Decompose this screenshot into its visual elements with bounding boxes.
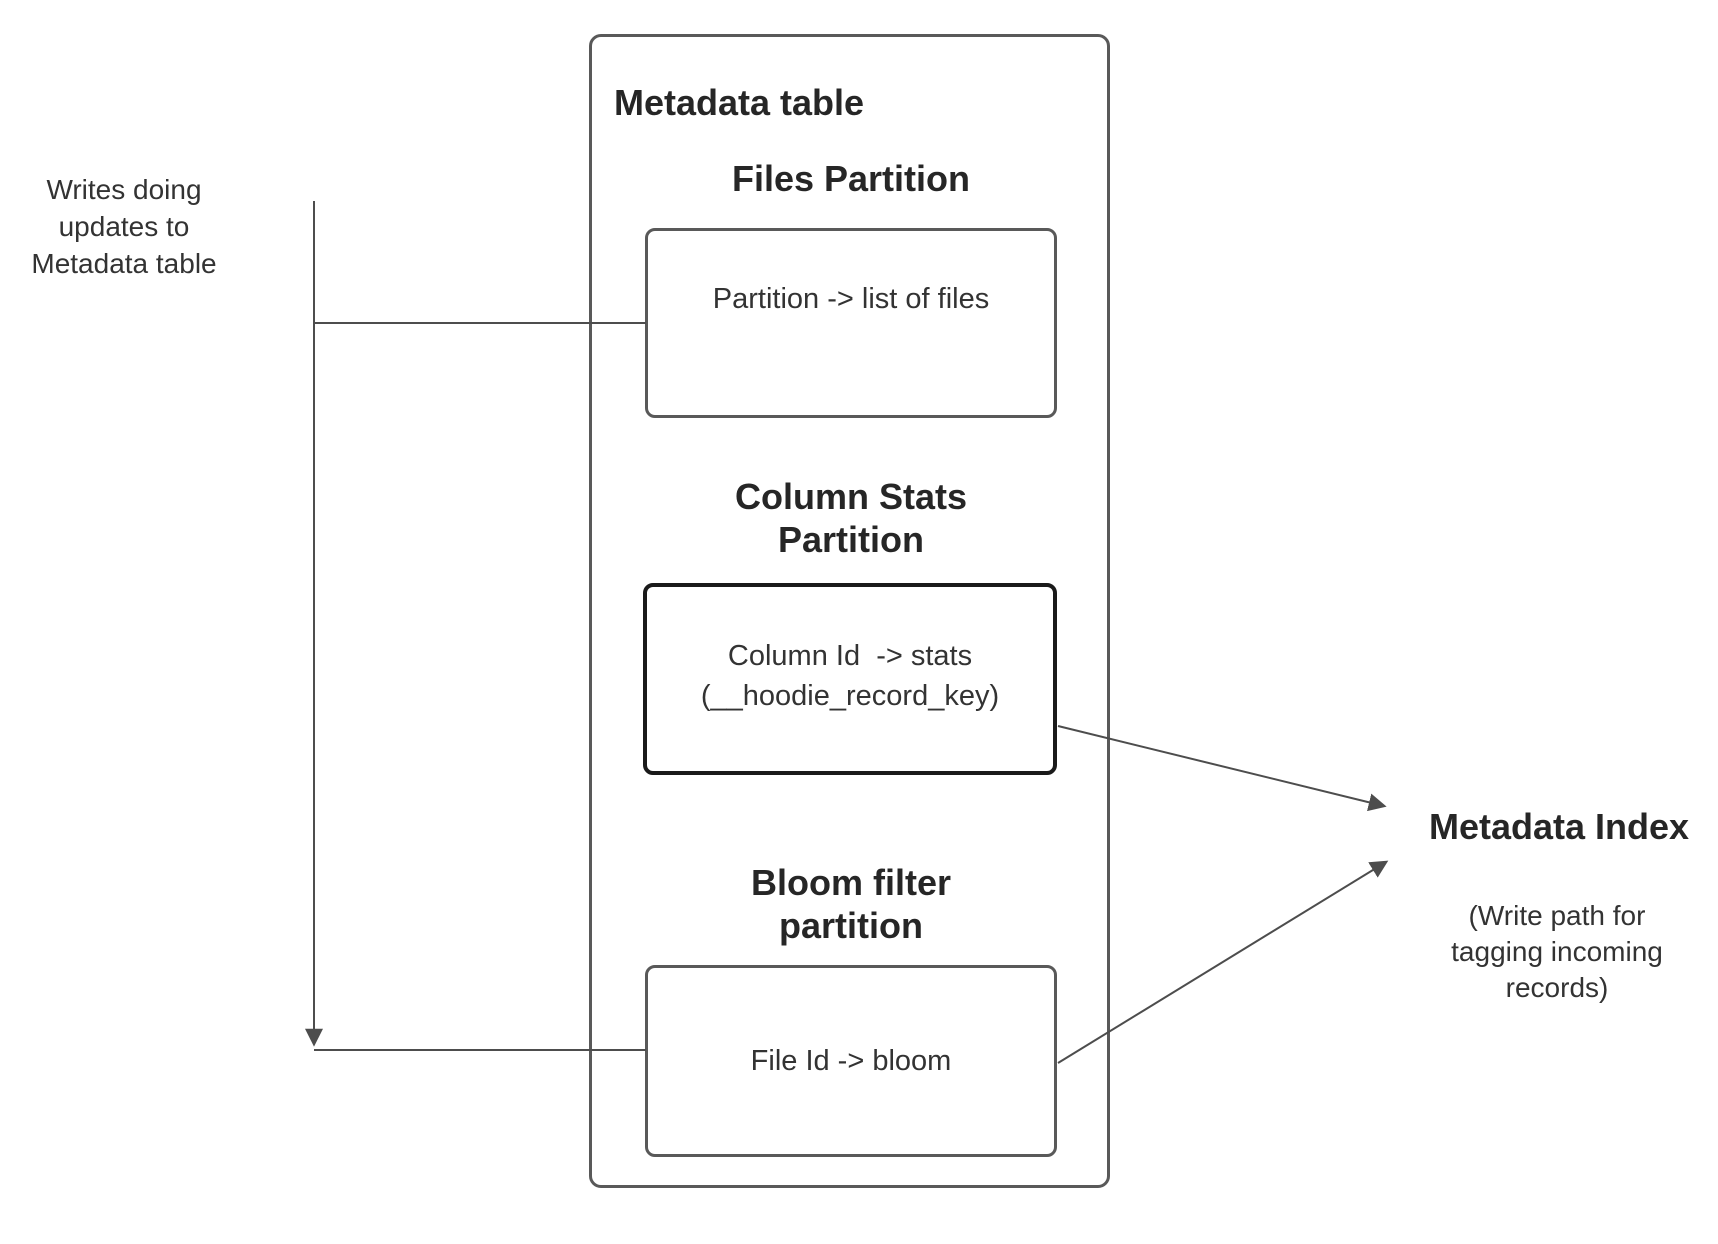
metadata-index-note-line: tagging incoming bbox=[1451, 936, 1663, 967]
writes-updates-note-line: Writes doing bbox=[46, 174, 202, 205]
column-stats-partition-box: Column Id -> stats (__hoodie_record_key) bbox=[643, 583, 1057, 775]
files-partition-heading: Files Partition bbox=[732, 157, 970, 200]
metadata-index-note-line: (Write path for bbox=[1468, 900, 1646, 931]
writes-updates-note-line: updates to bbox=[58, 211, 190, 242]
bloom-filter-partition-heading: Bloom filter partition bbox=[751, 861, 951, 947]
bloom-filter-partition-box: File Id -> bloom bbox=[645, 965, 1057, 1157]
writes-updates-note-line: Metadata table bbox=[31, 248, 217, 279]
column-stats-heading-line: Column Stats bbox=[734, 476, 968, 517]
files-partition-label: Partition -> list of files bbox=[712, 283, 990, 315]
column-stats-heading-line: Partition bbox=[777, 519, 925, 560]
bloom-filter-label: File Id -> bloom bbox=[750, 1045, 952, 1077]
metadata-table-title: Metadata table bbox=[614, 82, 865, 123]
metadata-index-note: (Write path for tagging incoming records… bbox=[1451, 898, 1663, 1006]
metadata-index-note-line: records) bbox=[1505, 972, 1609, 1003]
metadata-index-title: Metadata Index bbox=[1428, 806, 1690, 847]
column-stats-label-line: (__hoodie_record_key) bbox=[700, 680, 1000, 712]
column-stats-partition-heading: Column Stats Partition bbox=[735, 475, 967, 561]
files-partition-box: Partition -> list of files bbox=[645, 228, 1057, 418]
files-partition-heading-line: Files Partition bbox=[731, 158, 971, 199]
column-stats-label-line: Column Id -> stats bbox=[727, 640, 973, 672]
writes-updates-note: Writes doing updates to Metadata table bbox=[31, 171, 216, 282]
bloom-filter-heading-line: partition bbox=[779, 905, 923, 946]
bloom-filter-heading-line: Bloom filter bbox=[750, 862, 952, 903]
